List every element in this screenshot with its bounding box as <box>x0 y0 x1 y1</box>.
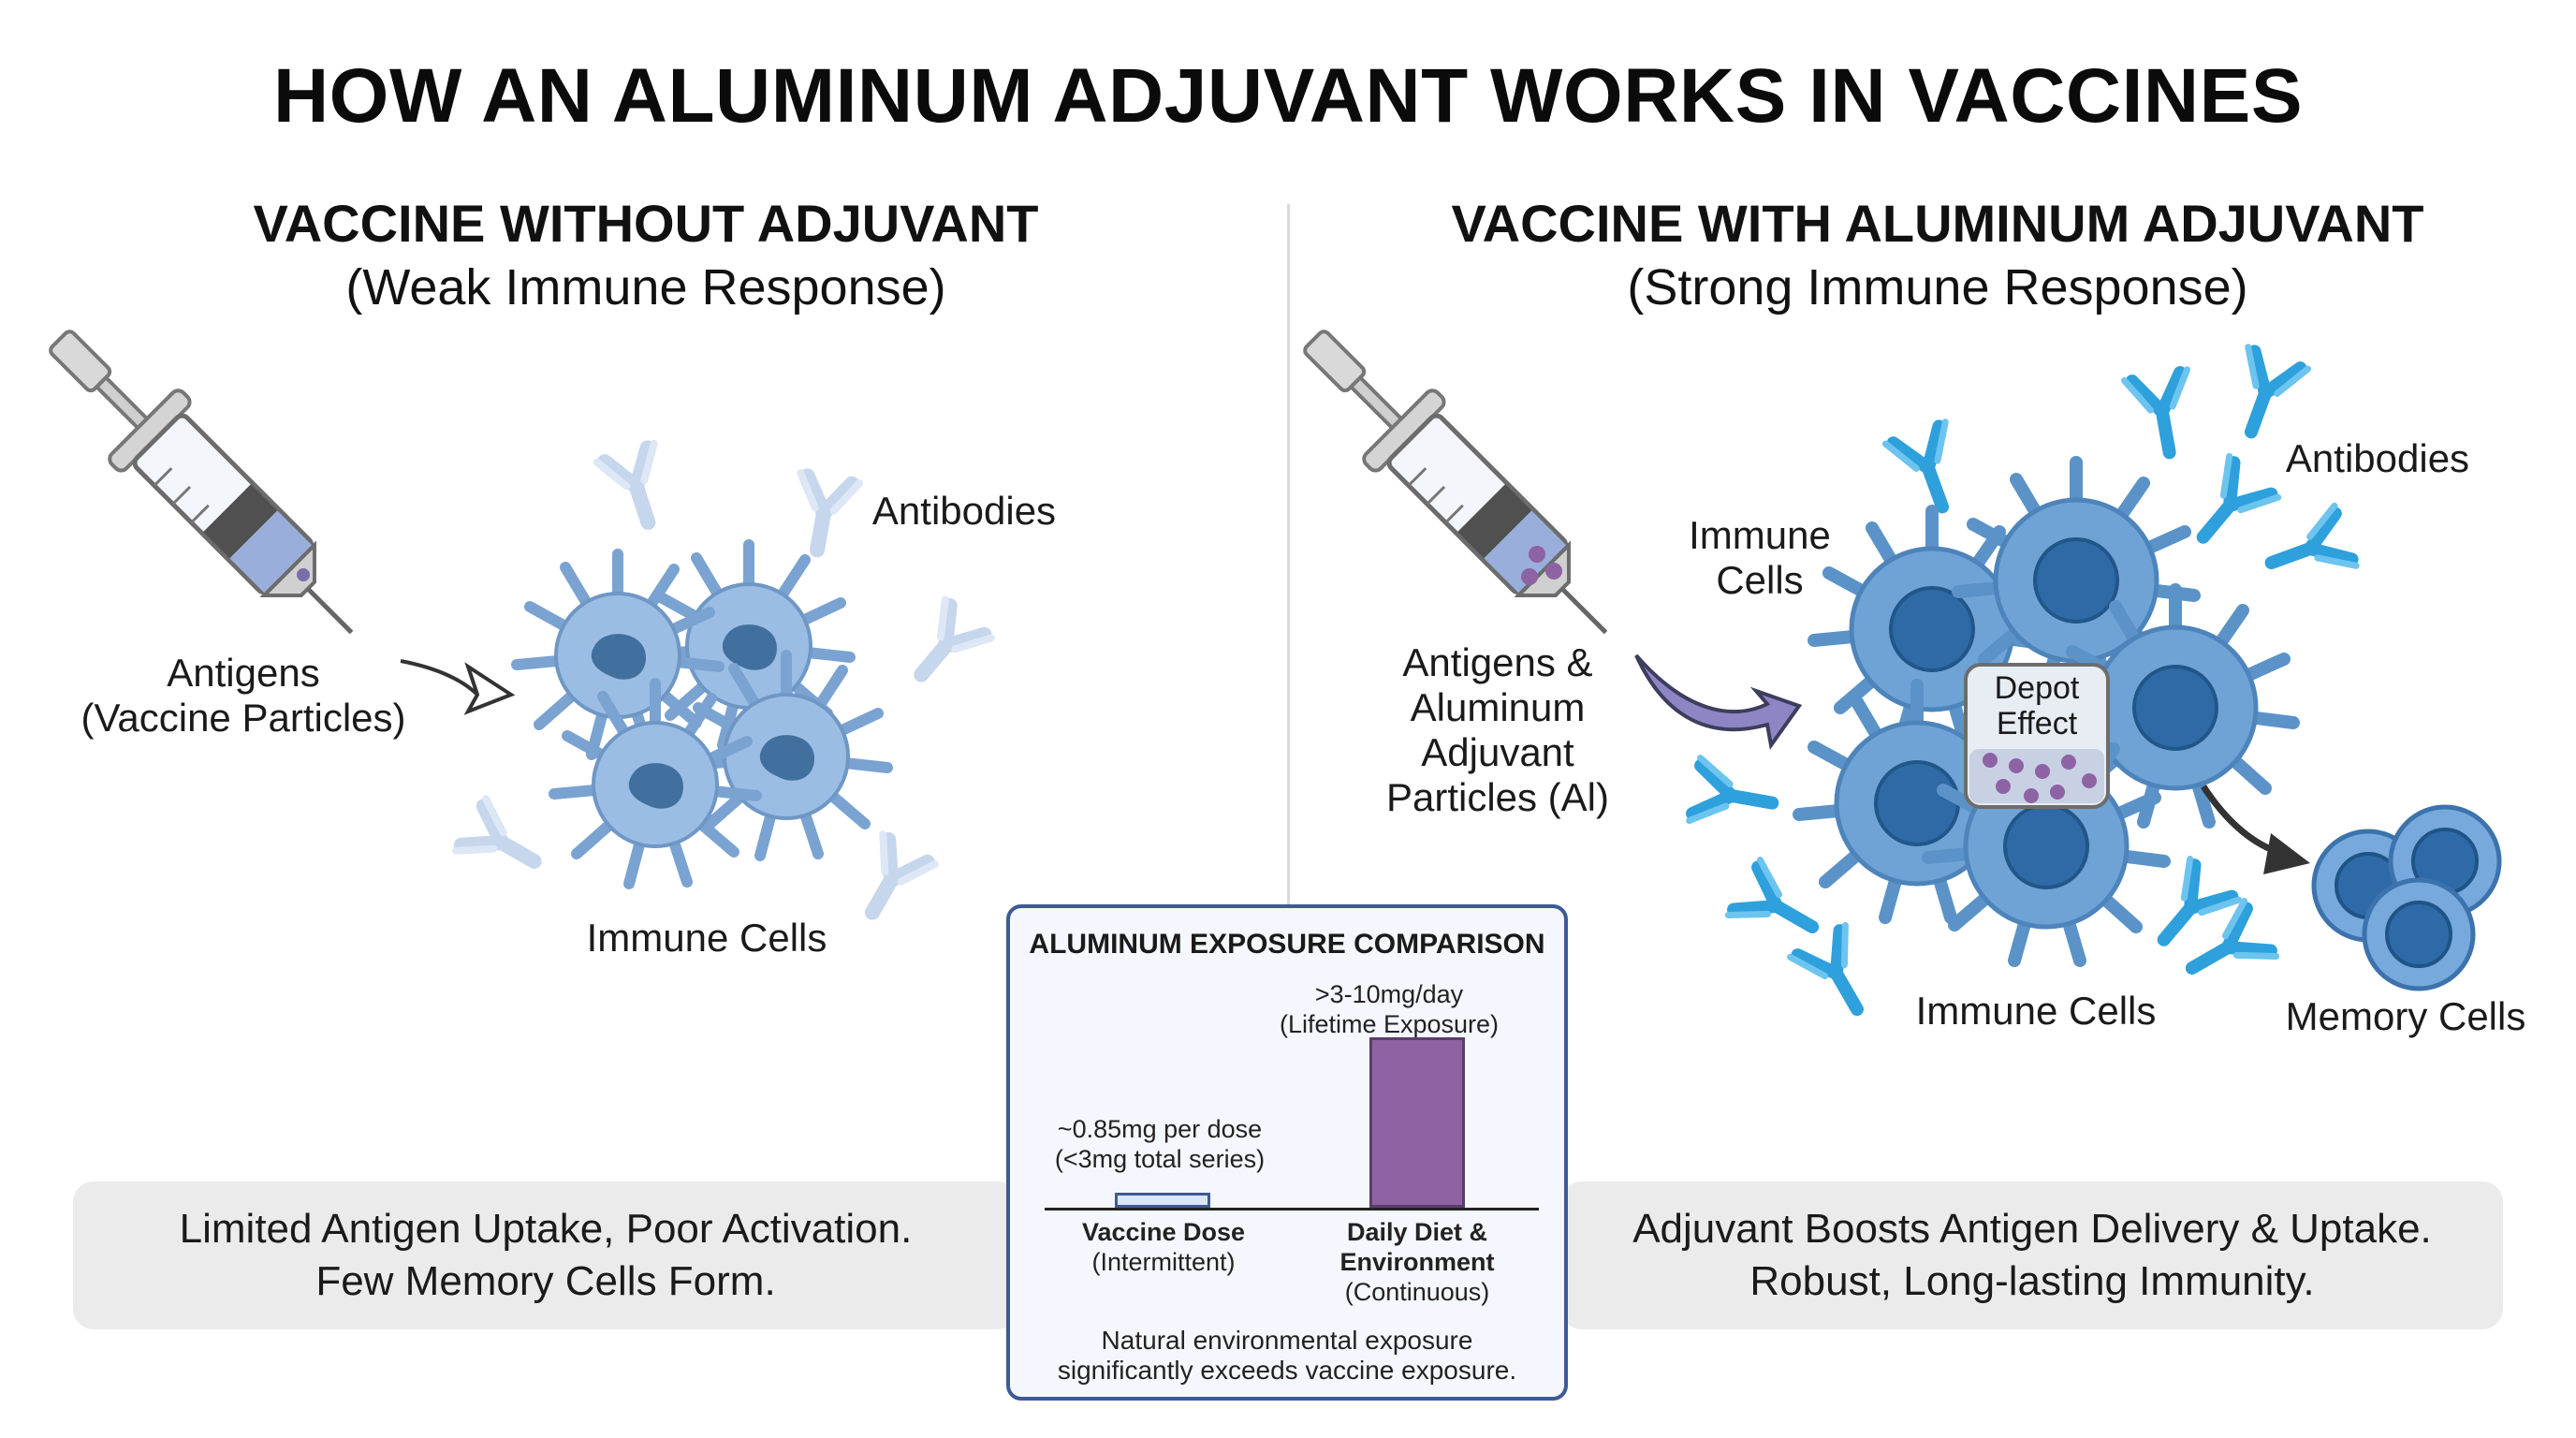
right-panel-subtitle: (Strong Immune Response) <box>1627 259 2248 315</box>
panel-divider <box>1287 204 1290 916</box>
left-antigen-label-line2: (Vaccine Particles) <box>80 696 406 740</box>
daily-diet-category: Daily Diet & Environment (Continuous) <box>1291 1217 1544 1307</box>
right-immune-cells-label: Immune Cells <box>1915 989 2157 1033</box>
right-immune-cells-top-line1: Immune <box>1689 513 1831 557</box>
depot-effect-label: Depot Effect <box>1966 670 2108 741</box>
daily-diet-name-line1: Daily Diet & <box>1346 1218 1488 1246</box>
left-summary-line2: Few Memory Cells Form. <box>315 1258 776 1304</box>
diet-value-line2: (Lifetime Exposure) <box>1279 1010 1500 1038</box>
vaccine-dose-name: Vaccine Dose <box>1081 1218 1246 1246</box>
right-antigen-label-line3: Adjuvant <box>1421 730 1574 774</box>
left-arrow-head <box>463 662 516 715</box>
right-summary-line1: Adjuvant Boosts Antigen Delivery & Uptak… <box>1632 1206 2432 1252</box>
left-summary: Limited Antigen Uptake, Poor Activation.… <box>73 1181 1018 1329</box>
left-panel-heading: VACCINE WITHOUT ADJUVANT (Weak Immune Re… <box>37 192 1254 319</box>
memory-cells-label: Memory Cells <box>2285 994 2526 1038</box>
vaccine-dose-note: (Intermittent) <box>1091 1248 1236 1276</box>
depot-effect-box <box>1964 663 2110 809</box>
diet-value-line1: >3-10mg/day <box>1314 980 1464 1008</box>
right-antibodies-label: Antibodies <box>2285 436 2470 480</box>
right-antigen-label: Antigens & Aluminum Adjuvant Particles (… <box>1339 640 1657 820</box>
right-antigen-label-line2: Aluminum <box>1410 685 1586 729</box>
diet-value-label: >3-10mg/day (Lifetime Exposure) <box>1244 979 1534 1039</box>
left-antigen-label: Antigens (Vaccine Particles) <box>37 651 449 741</box>
vaccine-dose-bar <box>1115 1193 1210 1208</box>
vaccine-value-line1: ~0.85mg per dose <box>1057 1115 1263 1143</box>
right-arrow <box>1634 653 1803 751</box>
left-syringe <box>23 304 388 668</box>
left-antigen-label-line1: Antigens <box>167 651 320 695</box>
vaccine-dose-category: Vaccine Dose (Intermittent) <box>1047 1217 1280 1277</box>
depot-effect-line1: Depot <box>1994 670 2080 706</box>
right-antigen-label-line1: Antigens & <box>1402 640 1593 684</box>
left-panel-title: VACCINE WITHOUT ADJUVANT <box>253 194 1039 253</box>
daily-diet-note: (Continuous) <box>1344 1278 1490 1306</box>
comparison-title: ALUMINUM EXPOSURE COMPARISON <box>1029 929 1545 960</box>
comparison-footer-line1: Natural environmental exposure <box>1101 1326 1473 1355</box>
left-antibodies-label: Antibodies <box>871 489 1057 533</box>
comparison-axis <box>1045 1208 1539 1211</box>
right-summary: Adjuvant Boosts Antigen Delivery & Uptak… <box>1561 1181 2503 1329</box>
exposure-comparison-panel: ALUMINUM EXPOSURE COMPARISON >3-10mg/day… <box>1006 904 1568 1401</box>
right-immune-cells-top-line2: Cells <box>1716 558 1804 602</box>
depot-effect-line2: Effect <box>1996 706 2078 741</box>
right-panel-title: VACCINE WITH ALUMINUM ADJUVANT <box>1451 194 2424 253</box>
right-summary-line2: Robust, Long-lasting Immunity. <box>1749 1258 2315 1304</box>
left-summary-line1: Limited Antigen Uptake, Poor Activation. <box>179 1206 913 1252</box>
vaccine-value-line2: (<3mg total series) <box>1054 1145 1266 1173</box>
comparison-footer: Natural environmental exposure significa… <box>1010 1326 1564 1386</box>
daily-diet-name-line2: Environment <box>1339 1248 1495 1276</box>
right-syringe <box>1278 304 1642 668</box>
left-arrow-stem <box>400 659 479 697</box>
memory-arrow-head <box>2263 833 2310 874</box>
left-panel-subtitle: (Weak Immune Response) <box>345 259 946 315</box>
page-title: HOW AN ALUMINUM ADJUVANT WORKS IN VACCIN… <box>272 53 2304 139</box>
right-panel-heading: VACCINE WITH ALUMINUM ADJUVANT (Strong I… <box>1329 192 2546 319</box>
left-immune-cells-label: Immune Cells <box>586 916 827 960</box>
memory-cells <box>2314 807 2499 989</box>
daily-diet-bar <box>1369 1037 1465 1208</box>
vaccine-value-label: ~0.85mg per dose (<3mg total series) <box>1019 1114 1300 1174</box>
comparison-footer-line2: significantly exceeds vaccine exposure. <box>1057 1356 1517 1385</box>
right-immune-cells-top-label: Immune Cells <box>1647 513 1872 603</box>
right-antigen-label-line4: Particles (Al) <box>1385 775 1610 819</box>
left-immune-cells <box>517 545 887 884</box>
